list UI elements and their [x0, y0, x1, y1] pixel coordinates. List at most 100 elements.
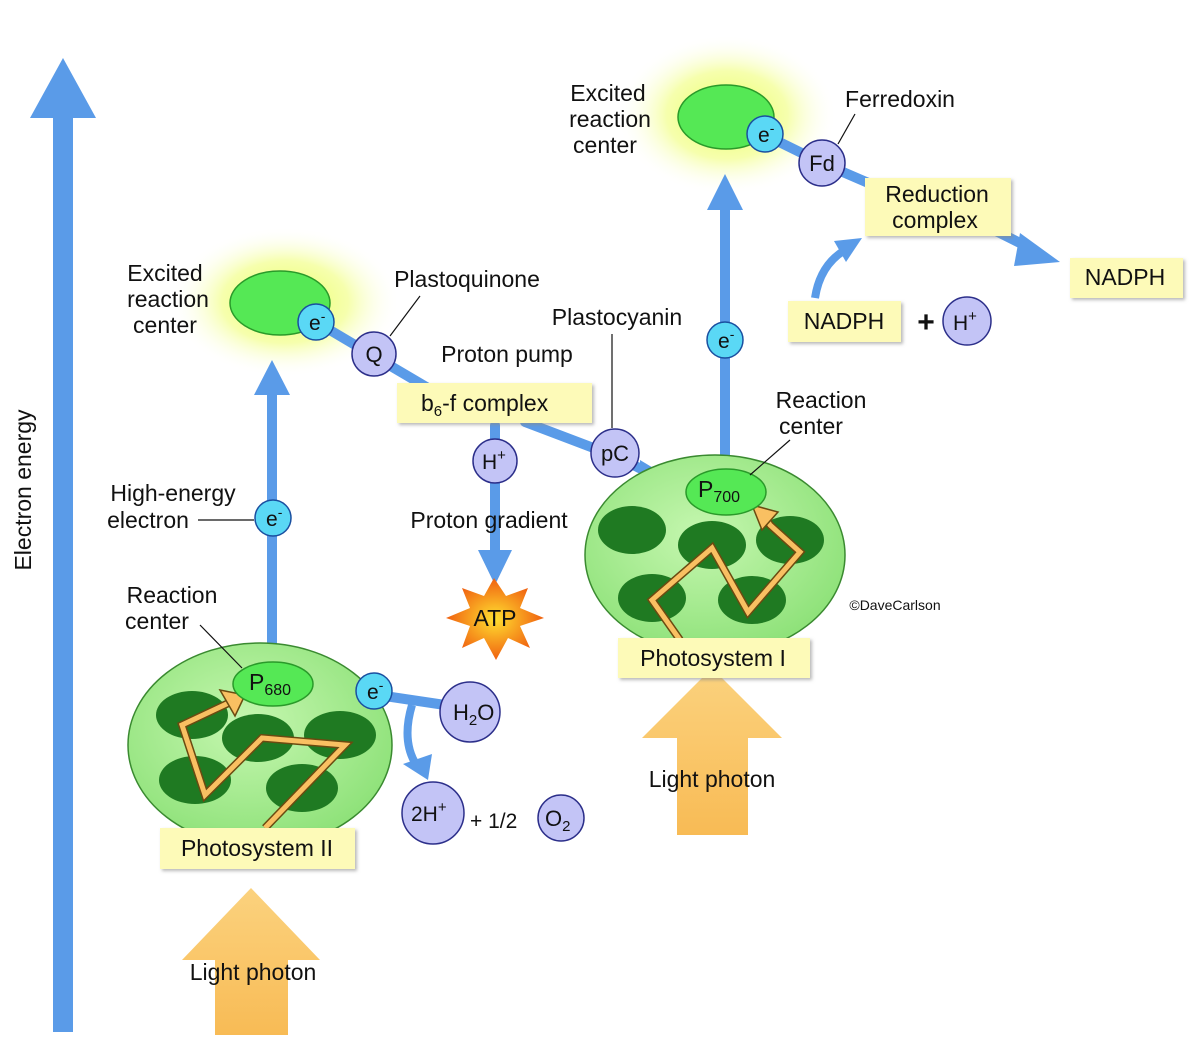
electron-excited-psi: e-	[746, 115, 784, 153]
psi-name: Photosystem I	[640, 645, 786, 671]
psii-chlorophyll	[156, 691, 228, 739]
atp-label: ATP	[473, 605, 516, 631]
nadph-out-box	[1070, 258, 1183, 298]
oxygen-icon	[537, 794, 585, 842]
psii-name-box	[160, 828, 355, 869]
photosystem-ii: P680 Photosystem II Reaction center	[125, 582, 393, 869]
plastoquinone-icon	[351, 331, 397, 377]
nadph-in-arrowhead	[834, 238, 862, 262]
ferredoxin-leader	[837, 113, 856, 145]
oxygen-label: O2	[545, 806, 570, 835]
b6f-proton-label: H+	[482, 447, 506, 474]
psii-rc-label-2: center	[125, 608, 189, 634]
electron-label: e-	[367, 677, 384, 704]
high-energy-label-2: electron	[107, 507, 189, 533]
psii-excited-label-3: center	[133, 312, 197, 338]
protons-icon	[401, 781, 465, 845]
psi-photon-arrow	[642, 668, 782, 835]
reduction-proton-icon	[942, 296, 992, 346]
electron-icon	[706, 321, 744, 359]
p680-reaction-center	[232, 661, 314, 707]
energy-axis: Electron energy	[10, 58, 96, 1032]
psii-photon-label: Light photon	[190, 959, 317, 985]
psii-photon-arrow	[182, 888, 320, 1035]
p680-label: P680	[249, 669, 291, 699]
electron-icon	[355, 672, 393, 710]
electron-label: e-	[758, 120, 775, 147]
nadph-in-box	[788, 301, 901, 342]
energy-axis-shaft	[53, 110, 73, 1032]
psi-light-photon: Light photon	[642, 668, 782, 835]
psii-excited-label-2: reaction	[127, 286, 209, 312]
ferredoxin-icon	[798, 139, 846, 187]
electron-psi-vertical: e-	[706, 321, 744, 359]
psii-excited-label-1: Excited	[127, 260, 202, 286]
psii-up-arrowhead	[254, 360, 290, 395]
psi-up-arrowhead	[707, 174, 743, 210]
plastocyanin-carrier: pC Plastocyanin	[552, 304, 682, 478]
plastoquinone-carrier: Q Plastoquinone	[351, 266, 540, 377]
electron-label: e-	[309, 308, 326, 335]
b6f-box-label: b6-f complex	[421, 390, 549, 420]
p700-reaction-center	[685, 468, 767, 516]
psii-energy-path	[178, 697, 351, 830]
energy-axis-arrowhead	[30, 58, 96, 118]
nadph-in-curve	[811, 246, 848, 299]
reduction-box	[865, 178, 1011, 236]
electron-icon	[254, 499, 292, 537]
psi-rc-label-1: Reaction	[776, 387, 867, 413]
plastocyanin-label: Plastocyanin	[552, 304, 682, 330]
plus-label: +	[917, 306, 935, 339]
water-icon	[439, 681, 501, 743]
reduction-proton-label: H+	[953, 308, 977, 335]
reduction-label-1: Reduction	[885, 181, 989, 207]
nadph-out-label: NADPH	[1085, 264, 1166, 290]
b6f-complex: Proton pump b6-f complex H+ Proton gradi…	[397, 341, 592, 660]
reduction-complex: Reduction complex NADPH + H+ NADPH	[788, 178, 1183, 346]
psi-rc-label-2: center	[779, 413, 843, 439]
psii-rc-leader	[199, 624, 243, 669]
psii-energy-arrowhead	[218, 688, 247, 718]
high-energy-label-1: High-energy	[110, 480, 236, 506]
nadph-in-label: NADPH	[804, 308, 885, 334]
water-label: H2O	[453, 700, 494, 729]
electron-water: e-	[355, 672, 393, 710]
plastoquinone-leader	[389, 295, 421, 337]
plastoquinone-symbol: Q	[365, 342, 382, 367]
ferredoxin-symbol: Fd	[809, 151, 835, 176]
psii-light-photon: Light photon	[182, 888, 320, 1035]
photosystem-i: P700 Photosystem I Reaction center	[584, 387, 867, 678]
psi-energy-path	[648, 510, 804, 642]
protons-label: 2H+	[411, 799, 447, 826]
ferredoxin-label: Ferredoxin	[845, 86, 955, 112]
electron-high-energy: e-	[254, 499, 292, 537]
psi-energy-arrowhead	[750, 503, 780, 532]
half-label: + 1/2	[470, 810, 517, 833]
psi-name-box	[618, 638, 810, 678]
plastoquinone-label: Plastoquinone	[394, 266, 540, 292]
electron-icon	[746, 115, 784, 153]
psii-rc-label-1: Reaction	[127, 582, 218, 608]
electron-label: e-	[718, 326, 735, 353]
psi-chlorophyll	[598, 506, 666, 554]
atp-burst-icon	[446, 578, 544, 660]
psi-excited-label-1: Excited	[570, 80, 645, 106]
energy-axis-label: Electron energy	[10, 409, 36, 571]
proton-gradient-label: Proton gradient	[410, 507, 568, 533]
psi-photon-label: Light photon	[649, 766, 776, 792]
psi-rc-leader	[749, 439, 791, 476]
nadph-out-arrowhead	[1014, 233, 1060, 266]
credit-label: ©DaveCarlson	[849, 597, 940, 613]
b6f-proton-icon	[472, 438, 518, 484]
water-splitting: H2O 2H+ + 1/2 O2	[401, 681, 585, 845]
water-split-arrowhead	[403, 754, 432, 780]
psi-excited-label-3: center	[573, 132, 637, 158]
plastocyanin-icon	[590, 428, 640, 478]
proton-pump-label: Proton pump	[441, 341, 573, 367]
plastocyanin-symbol: pC	[601, 441, 629, 466]
electron-excited-psii: e-	[297, 303, 335, 341]
reduction-label-2: complex	[892, 207, 978, 233]
b6f-box	[397, 383, 592, 423]
p700-label: P700	[698, 476, 740, 506]
